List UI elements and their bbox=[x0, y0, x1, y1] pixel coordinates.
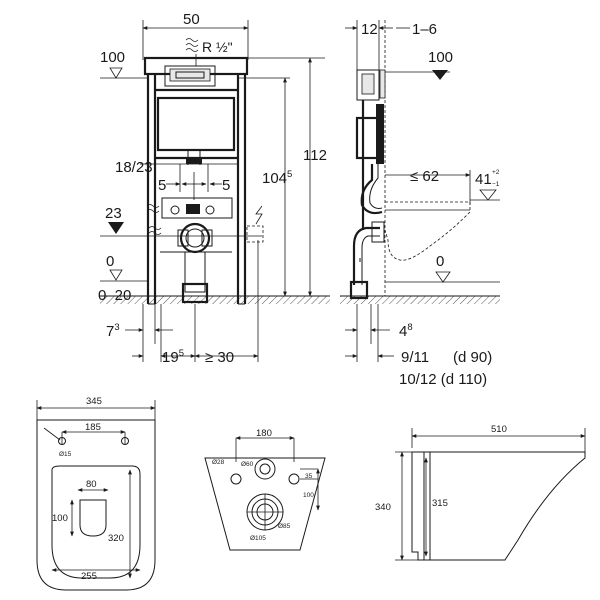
hole-15-label: Ø15 bbox=[59, 451, 72, 458]
dim-7-sup: 3 bbox=[114, 322, 119, 333]
bowl-rear-outline bbox=[204, 457, 326, 551]
bowl-seat-outline bbox=[51, 465, 141, 579]
dim-4-label: 4 bbox=[399, 323, 407, 340]
flush-opening bbox=[79, 499, 107, 537]
dim-4-sup: 8 bbox=[407, 322, 412, 333]
water-inlet bbox=[254, 458, 276, 480]
height-41-label: 41 bbox=[475, 171, 492, 188]
flush-pipe bbox=[360, 164, 383, 215]
electric-box bbox=[246, 225, 264, 243]
projection-label: ≤ 62 bbox=[410, 168, 439, 185]
dim-35-label: 35 bbox=[305, 473, 313, 480]
dim-12-label: 12 bbox=[361, 21, 378, 38]
rear-dim-100-label: 100 bbox=[303, 492, 314, 499]
dim-19-sup: 5 bbox=[179, 348, 184, 359]
level-marker-icon bbox=[108, 222, 124, 234]
bowl-profile-outline bbox=[411, 451, 586, 561]
side-drain-pipe bbox=[352, 226, 380, 285]
height-41-minus: −1 bbox=[492, 181, 500, 188]
side-level-100-label: 100 bbox=[428, 49, 453, 66]
electric-icon bbox=[255, 205, 263, 225]
water-connection-label: R ½" bbox=[202, 39, 233, 55]
svg-text:41: 41 bbox=[475, 171, 492, 188]
svg-text:73: 73 bbox=[106, 322, 120, 340]
dim-30-label: ≥ 30 bbox=[205, 349, 234, 366]
height-41-plus: +2 bbox=[492, 169, 500, 176]
frame-side bbox=[356, 69, 380, 101]
level-marker-icon bbox=[435, 271, 451, 283]
floor-0-20-label: 0–20 bbox=[98, 287, 131, 304]
front-view: 50 R ½" 100 112 bbox=[98, 11, 330, 366]
level-marker-icon bbox=[479, 189, 497, 201]
fixing-hole bbox=[58, 437, 66, 445]
dim-7-label: 7 bbox=[106, 323, 114, 340]
dim-100-label: 100 bbox=[52, 513, 68, 524]
dim-80-label: 80 bbox=[86, 479, 97, 490]
pipe-small-note: (d 90) bbox=[453, 349, 492, 366]
height-104-label: 104 bbox=[262, 170, 287, 187]
toilet-bowl-outline bbox=[384, 201, 471, 261]
level-marker-icon bbox=[109, 269, 123, 281]
dim-1-6-label: 1–6 bbox=[412, 21, 437, 38]
cistern bbox=[156, 96, 236, 152]
length-510-label: 510 bbox=[491, 424, 507, 435]
drain-pipe bbox=[179, 222, 211, 254]
hole-85-label: Ø85 bbox=[278, 523, 291, 530]
hole-28-label: Ø28 bbox=[212, 459, 225, 466]
dim-19-label: 19 bbox=[162, 349, 179, 366]
water-wave-icon bbox=[146, 204, 160, 213]
bowl-top-outline bbox=[36, 419, 156, 591]
waste-pipe bbox=[184, 251, 206, 293]
height-340-label: 340 bbox=[375, 502, 391, 513]
offset-5-left-label: 5 bbox=[158, 177, 166, 194]
level-marker-icon bbox=[109, 67, 123, 79]
fixing-hole bbox=[121, 437, 129, 445]
svg-text:195: 195 bbox=[162, 348, 184, 366]
pipe-large-label: 10/12 (d 110) bbox=[399, 371, 487, 388]
height-112-label: 112 bbox=[303, 147, 327, 164]
width-345-label: 345 bbox=[86, 396, 102, 407]
height-315-label: 315 bbox=[432, 498, 448, 509]
hole-105-label: Ø105 bbox=[250, 535, 266, 542]
spacing-185-label: 185 bbox=[85, 422, 101, 433]
fixing-hole bbox=[288, 473, 300, 485]
level-0-label: 0 bbox=[106, 253, 114, 270]
rear-view: 180 Ø28 Ø60 35 100 Ø85 Ø105 bbox=[204, 428, 326, 551]
floor-hatch bbox=[100, 296, 330, 304]
floor-hatch bbox=[340, 296, 500, 304]
spacing-18-23-label: 18/23 bbox=[115, 159, 153, 176]
offset-5-right-label: 5 bbox=[222, 177, 230, 194]
level-23-label: 23 bbox=[105, 205, 122, 222]
width-label: 50 bbox=[183, 11, 200, 28]
profile-view: 510 340 315 bbox=[375, 424, 586, 561]
level-100-label: 100 bbox=[100, 49, 125, 66]
water-wave-icon bbox=[185, 38, 199, 52]
water-wave-icon bbox=[148, 226, 162, 235]
pipe-small-label: 9/11 bbox=[401, 349, 429, 366]
height-104-sup: 5 bbox=[287, 169, 292, 180]
dim-320-label: 320 bbox=[108, 533, 124, 544]
dim-255-label: 255 bbox=[81, 571, 97, 582]
svg-text:1045: 1045 bbox=[262, 169, 292, 187]
spacing-180-label: 180 bbox=[256, 428, 272, 439]
level-marker-icon bbox=[432, 70, 448, 80]
top-view: 345 185 Ø15 80 100 320 255 bbox=[36, 396, 156, 591]
fixing-hole bbox=[230, 473, 242, 485]
side-view: 12 1–6 100 ≤ 62 41 +2 −1 bbox=[340, 20, 500, 388]
svg-text:48: 48 bbox=[399, 322, 413, 340]
hole-60-label: Ø60 bbox=[241, 461, 254, 468]
side-level-0-label: 0 bbox=[436, 253, 444, 270]
